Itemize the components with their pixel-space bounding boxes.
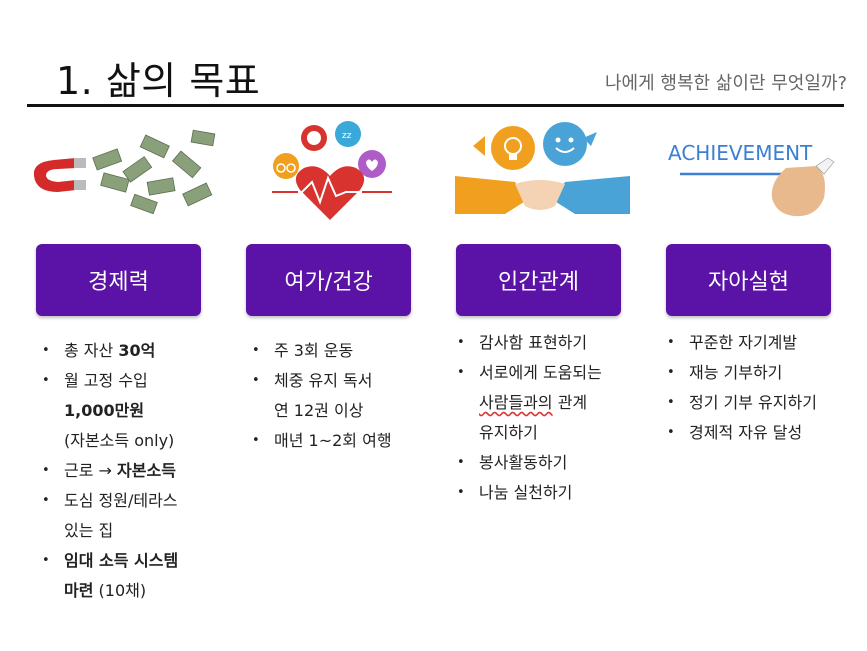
- list-item: 총 자산 30억: [40, 336, 230, 366]
- list-item-text: 총 자산: [64, 341, 119, 360]
- list-item: 재능 기부하기: [665, 358, 865, 388]
- list-item-text: (자본소득 only): [64, 431, 175, 450]
- list-item: 근로 → 자본소득: [40, 456, 230, 486]
- list-item: 매년 1~2회 여행: [250, 426, 440, 456]
- leisure-health-list: 주 3회 운동체중 유지 독서연 12권 이상매년 1~2회 여행: [250, 336, 440, 456]
- list-item-continuation: 있는 집: [40, 516, 230, 546]
- list-item-text: 유지하기: [479, 423, 538, 442]
- list-item-text: 1,000만원: [64, 401, 145, 420]
- list-item: 주 3회 운동: [250, 336, 440, 366]
- title-divider: [27, 104, 844, 107]
- list-item: 도심 정원/테라스: [40, 486, 230, 516]
- heading-leisure-health: 여가/건강: [246, 244, 411, 316]
- list-item-text: 관계: [552, 393, 588, 412]
- list-item: 임대 소득 시스템: [40, 546, 230, 576]
- list-item: 정기 기부 유지하기: [665, 388, 865, 418]
- list-item: 서로에게 도움되는: [455, 358, 655, 388]
- page-title: 1. 삶의 목표: [56, 59, 261, 103]
- heading-relationships: 인간관계: [456, 244, 621, 316]
- heading-economy: 경제력: [36, 244, 201, 316]
- list-item-text: 있는 집: [64, 521, 114, 540]
- list-item-text: 꾸준한 자기계발: [689, 333, 798, 352]
- list-item-text: 마련: [64, 581, 94, 600]
- self-realization-list: 꾸준한 자기계발재능 기부하기정기 기부 유지하기경제적 자유 달성: [665, 328, 865, 448]
- health-heart-illustration: zz: [262, 118, 402, 223]
- heading-self-realization: 자아실현: [666, 244, 831, 316]
- achievement-text: ACHIEVEMENT: [668, 141, 813, 165]
- list-item-text: 월 고정 수입: [64, 371, 148, 390]
- list-item-text: (10채): [93, 581, 147, 600]
- list-item-continuation: (자본소득 only): [40, 426, 230, 456]
- list-item: 체중 유지 독서: [250, 366, 440, 396]
- list-item-text: 정기 기부 유지하기: [689, 393, 817, 412]
- list-item: 나눔 실천하기: [455, 478, 655, 508]
- page-subtitle: 나에게 행복한 삶이란 무엇일까?: [605, 73, 847, 94]
- list-item-text: 30억: [118, 341, 156, 360]
- list-item-text: 재능 기부하기: [689, 363, 783, 382]
- list-item-text: 자본소득: [117, 461, 176, 480]
- list-item-continuation: 마련 (10채): [40, 576, 230, 606]
- list-item-text: 매년 1~2회 여행: [274, 431, 392, 450]
- list-item-text: 체중 유지 독서: [274, 371, 373, 390]
- list-item-text: 근로 →: [64, 461, 118, 480]
- economy-list: 총 자산 30억월 고정 수입 1,000만원 (자본소득 only) 근로 → 자본…: [40, 336, 230, 606]
- list-item-text: 나눔 실천하기: [479, 483, 573, 502]
- list-item-text: 감사함 표현하기: [479, 333, 588, 352]
- list-item-text: 경제적 자유 달성: [689, 423, 803, 442]
- list-item-text: 사람들과의: [479, 393, 553, 412]
- list-item: 월 고정 수입: [40, 366, 230, 396]
- list-item: 봉사활동하기: [455, 448, 655, 478]
- svg-text:zz: zz: [342, 131, 352, 141]
- handshake-illustration: [455, 118, 630, 223]
- list-item-continuation: 사람들과의 관계: [455, 388, 655, 418]
- list-item-text: 봉사활동하기: [479, 453, 568, 472]
- list-item-text: 도심 정원/테라스: [64, 491, 178, 510]
- list-item-text: 주 3회 운동: [274, 341, 354, 360]
- list-item-text: 서로에게 도움되는: [479, 363, 602, 382]
- list-item-text: 연 12권 이상: [274, 401, 364, 420]
- list-item-continuation: 연 12권 이상: [250, 396, 440, 426]
- list-item: 경제적 자유 달성: [665, 418, 865, 448]
- list-item-continuation: 유지하기: [455, 418, 655, 448]
- achievement-illustration: ACHIEVEMENT: [666, 118, 841, 223]
- list-item: 감사함 표현하기: [455, 328, 655, 358]
- list-item-text: 임대 소득 시스템: [64, 551, 179, 570]
- list-item-continuation: 1,000만원: [40, 396, 230, 426]
- magnet-money-illustration: [24, 118, 219, 223]
- list-item: 꾸준한 자기계발: [665, 328, 865, 358]
